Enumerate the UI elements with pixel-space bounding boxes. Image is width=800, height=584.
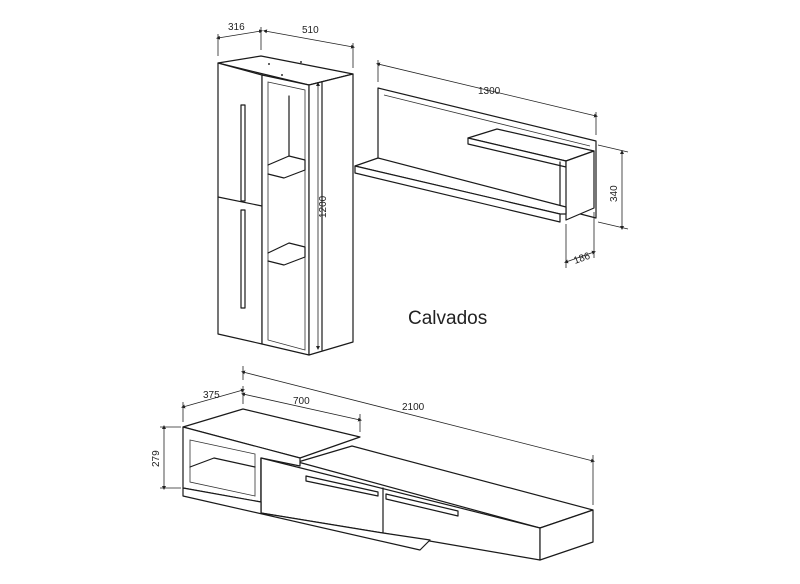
dim-shelf-height: 340	[609, 185, 620, 202]
wall-cabinet-niche	[261, 74, 310, 356]
wall-cabinet: 316 510 1200	[216, 22, 355, 356]
dim-shelf-width: 1300	[478, 86, 501, 97]
drawer-handle-right	[385, 493, 459, 517]
dim-wall-cabinet-width: 510	[302, 25, 319, 36]
dim-wall-cabinet-height: 1200	[318, 195, 329, 218]
wall-cabinet-front	[217, 62, 263, 345]
drawer-handle-left	[305, 475, 379, 497]
wall-shelf: 1300 340 186	[354, 60, 629, 268]
dim-tv-height: 279	[151, 450, 162, 467]
door-handle-upper	[240, 104, 246, 202]
tv-unit: 375 700 2100 279	[151, 366, 595, 561]
door-handle-lower	[240, 209, 246, 309]
diagram-title: Calvados	[408, 308, 487, 329]
dim-tv-total-width: 2100	[402, 402, 425, 413]
dim-tv-top-width: 700	[293, 396, 310, 407]
dim-shelf-depth: 186	[572, 251, 592, 267]
wall-cabinet-side	[308, 73, 354, 356]
tv-unit-plinth	[182, 487, 431, 551]
dim-tv-top-depth: 375	[203, 390, 220, 401]
dim-wall-cabinet-depth: 316	[228, 22, 245, 33]
wall-shelf-back	[377, 87, 597, 219]
